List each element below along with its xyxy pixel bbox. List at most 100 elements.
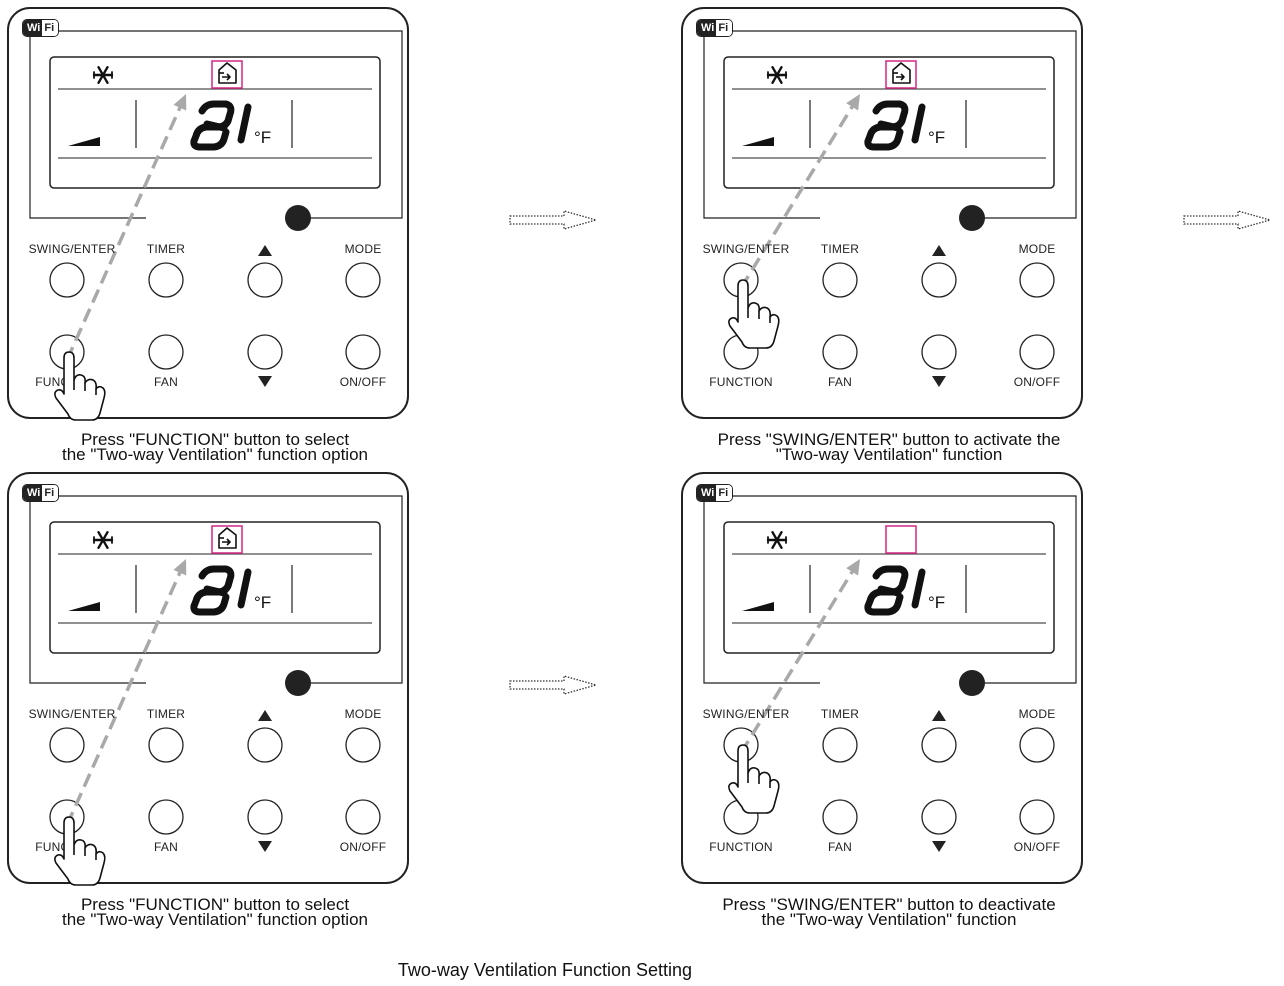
snowflake-icon — [766, 65, 788, 85]
triangle-up-icon — [932, 245, 946, 256]
timer-button[interactable] — [822, 727, 858, 763]
swing-enter-button[interactable] — [49, 262, 85, 298]
on-off-label: ON/OFF — [339, 375, 387, 389]
on-off-button[interactable] — [345, 799, 381, 835]
pointer-arrowhead — [173, 94, 187, 111]
swing-enter-label: SWING/ENTER — [702, 242, 790, 256]
fan-label: FAN — [154, 375, 178, 389]
up-button[interactable] — [247, 262, 283, 298]
down-button[interactable] — [247, 799, 283, 835]
controller-drawing — [7, 7, 409, 421]
temperature-digits — [864, 100, 926, 151]
caption-line: the "Two-way Ventilation" function optio… — [62, 910, 368, 929]
timer-label: TIMER — [820, 707, 860, 721]
timer-label: TIMER — [820, 242, 860, 256]
caption-step-2: Press "SWING/ENTER" button to activate t… — [684, 431, 1094, 463]
up-button[interactable] — [247, 727, 283, 763]
up-button[interactable] — [921, 727, 957, 763]
pointer-arrowhead — [173, 559, 187, 576]
pointing-hand-icon — [728, 744, 780, 814]
on-off-button[interactable] — [345, 334, 381, 370]
on-off-label: ON/OFF — [339, 840, 387, 854]
ventilation-highlight-box — [211, 60, 243, 89]
swing-enter-label: SWING/ENTER — [28, 242, 116, 256]
fan-button[interactable] — [822, 799, 858, 835]
indicator-light — [959, 670, 985, 696]
indicator-light — [285, 205, 311, 231]
wifi-label-wi: Wi — [697, 485, 717, 501]
ventilation-highlight-box — [885, 525, 917, 554]
mode-button[interactable] — [1019, 727, 1055, 763]
function-label: FUNCTION — [709, 840, 773, 854]
temperature-unit: °F — [928, 593, 946, 612]
on-off-label: ON/OFF — [1013, 375, 1061, 389]
ventilation-highlight-box — [211, 525, 243, 554]
caption-step-4: Press "SWING/ENTER" button to deactivate… — [684, 895, 1094, 929]
fan-label: FAN — [828, 840, 852, 854]
mode-button[interactable] — [1019, 262, 1055, 298]
mode-label: MODE — [1018, 242, 1056, 256]
figure-title: Two-way Ventilation Function Setting — [397, 960, 693, 980]
house-ventilation-icon — [218, 62, 237, 84]
wifi-badge: Wi Fi — [22, 19, 60, 37]
caption-line: Press "FUNCTION" button to select — [80, 430, 350, 449]
ventilation-highlight-box — [885, 60, 917, 89]
caption-line: Press "SWING/ENTER" button to deactivate — [722, 895, 1056, 914]
mode-button[interactable] — [345, 727, 381, 763]
lcd-screen — [49, 521, 381, 654]
indicator-light — [285, 670, 311, 696]
snowflake-icon — [92, 65, 114, 85]
mode-button[interactable] — [345, 262, 381, 298]
remote-controller-p2: Wi Fi °F SWING/ENTER TIMER MODE FUNCTION… — [674, 0, 1084, 419]
triangle-down-icon — [932, 841, 946, 852]
caption-line: the "Two-way Ventilation" function — [761, 910, 1017, 929]
pointer-dashed-line — [739, 103, 856, 289]
on-off-button[interactable] — [1019, 334, 1055, 370]
snowflake-icon — [92, 530, 114, 550]
display-frame — [29, 495, 403, 684]
wifi-label-wi: Wi — [697, 20, 717, 36]
controller-body — [681, 7, 1083, 419]
fan-button[interactable] — [822, 334, 858, 370]
temperature-digits — [864, 565, 926, 616]
fan-speed-bars-icon — [68, 602, 100, 611]
indicator-light — [959, 205, 985, 231]
remote-controller-p1: Wi Fi °F SWING/ENTER TIMER MODE FUNCTION… — [0, 0, 410, 421]
swing-enter-button[interactable] — [49, 727, 85, 763]
triangle-up-icon — [258, 245, 272, 256]
fan-button[interactable] — [148, 799, 184, 835]
lcd-screen — [49, 56, 381, 189]
pointer-arrowhead — [846, 559, 860, 576]
mode-label: MODE — [1018, 707, 1056, 721]
controller-body — [7, 472, 409, 884]
display-frame — [703, 30, 1077, 219]
pointer-dashed-line — [65, 104, 183, 361]
timer-button[interactable] — [822, 262, 858, 298]
dotted-right-arrow-icon — [1183, 210, 1273, 230]
controller-drawing — [681, 472, 1083, 884]
fan-label: FAN — [828, 375, 852, 389]
mode-label: MODE — [344, 242, 382, 256]
fan-button[interactable] — [148, 334, 184, 370]
down-button[interactable] — [921, 799, 957, 835]
temperature-digits — [190, 100, 252, 151]
fan-speed-bars-icon — [742, 602, 774, 611]
down-button[interactable] — [247, 334, 283, 370]
triangle-down-icon — [258, 376, 272, 387]
fan-speed-bars-icon — [68, 137, 100, 146]
up-button[interactable] — [921, 262, 957, 298]
down-button[interactable] — [921, 334, 957, 370]
wifi-badge: Wi Fi — [696, 19, 734, 37]
caption-line: Press "FUNCTION" button to select — [80, 895, 350, 914]
on-off-button[interactable] — [1019, 799, 1055, 835]
temperature-unit: °F — [254, 593, 272, 612]
controller-body — [681, 472, 1083, 884]
snowflake-icon — [766, 530, 788, 550]
caption-line: the "Two-way Ventilation" function optio… — [62, 445, 368, 464]
dotted-right-arrow-icon — [509, 210, 599, 230]
timer-button[interactable] — [148, 262, 184, 298]
wifi-label-fi: Fi — [716, 485, 733, 501]
timer-button[interactable] — [148, 727, 184, 763]
wifi-badge: Wi Fi — [22, 484, 60, 502]
controller-drawing — [7, 472, 409, 886]
